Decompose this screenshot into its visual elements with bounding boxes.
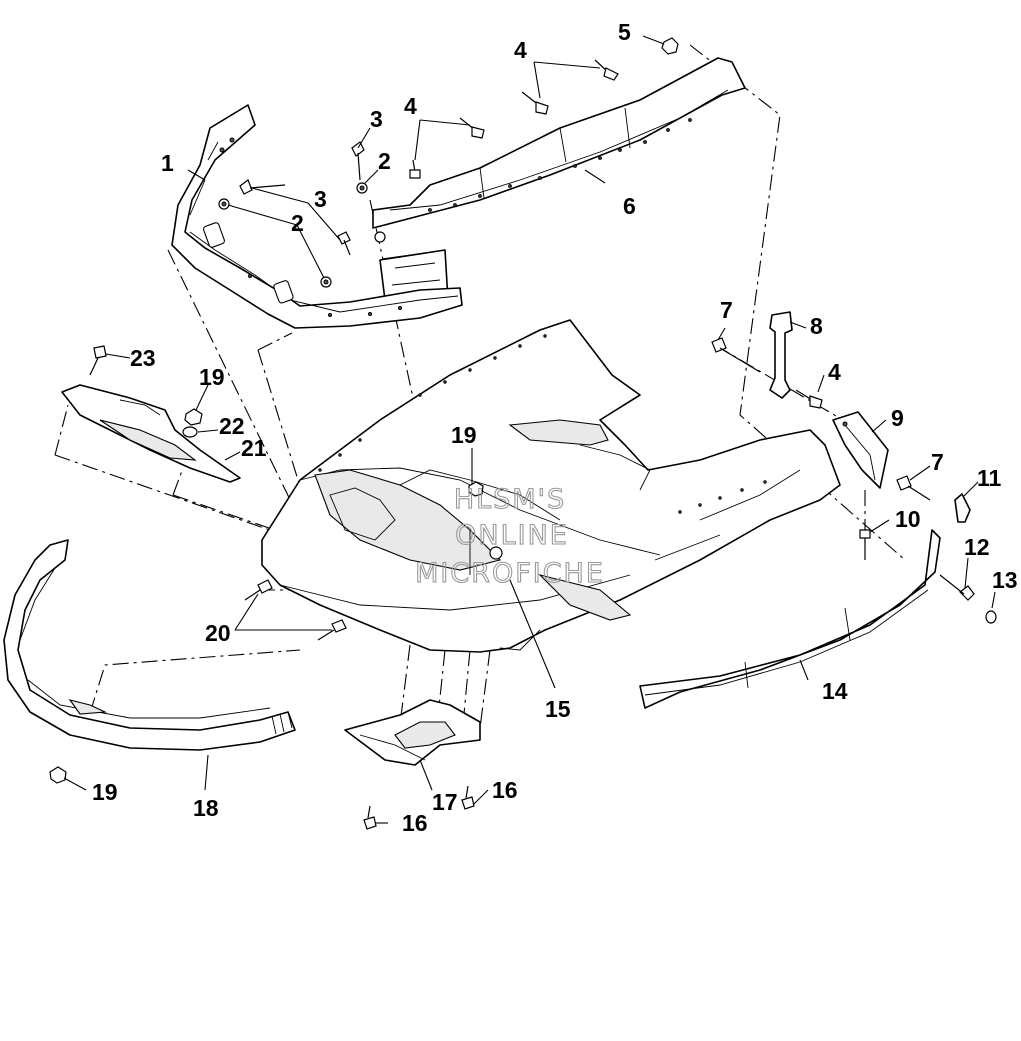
callout-4: 4 <box>514 37 527 63</box>
callout-19: 19 <box>199 364 225 390</box>
callout-13: 13 <box>992 567 1018 593</box>
callout-labels: 1 2 2 3 3 4 4 4 5 6 7 7 8 9 10 11 12 13 … <box>92 19 1018 836</box>
callout-19: 19 <box>451 422 477 448</box>
callout-17: 17 <box>432 789 458 815</box>
callout-3: 3 <box>314 186 327 212</box>
callout-12: 12 <box>964 534 990 560</box>
part-skid-plate <box>344 699 481 766</box>
callout-4: 4 <box>404 93 417 119</box>
callout-7: 7 <box>720 297 733 323</box>
part-right-bracket <box>832 411 889 489</box>
callout-19: 19 <box>92 779 118 805</box>
callout-1: 1 <box>161 150 174 176</box>
callout-7: 7 <box>931 449 944 475</box>
callout-16: 16 <box>402 810 428 836</box>
hardware <box>49 37 997 830</box>
part-strut-link <box>769 311 793 399</box>
callout-5: 5 <box>618 19 631 45</box>
callout-22: 22 <box>219 413 245 439</box>
callout-11: 11 <box>977 465 1002 491</box>
callout-14: 14 <box>822 678 848 704</box>
watermark-line-2: ONLINE <box>455 520 569 551</box>
callout-9: 9 <box>891 405 904 431</box>
part-bumper-beam <box>372 57 746 301</box>
callout-8: 8 <box>810 313 823 339</box>
callout-10: 10 <box>895 506 921 532</box>
callout-3: 3 <box>370 106 383 132</box>
part-left-bracket <box>171 104 463 329</box>
callout-21: 21 <box>241 435 267 461</box>
callout-6: 6 <box>623 193 636 219</box>
callout-23: 23 <box>130 345 156 371</box>
callout-15: 15 <box>545 696 571 722</box>
callout-2: 2 <box>378 148 391 174</box>
part-hood-body <box>261 319 841 653</box>
part-left-deflector <box>61 384 241 483</box>
part-lower-trim <box>3 539 296 751</box>
callout-4: 4 <box>828 359 841 385</box>
callout-18: 18 <box>193 795 219 821</box>
leader-lines <box>63 35 996 824</box>
watermark-line-1: HLSM'S <box>454 484 566 515</box>
callout-2: 2 <box>291 210 304 236</box>
part-clip <box>954 493 971 523</box>
callout-20: 20 <box>205 620 231 646</box>
watermark-line-3: MICROFICHE <box>415 558 605 589</box>
part-right-bumper <box>639 529 941 709</box>
callout-16: 16 <box>492 777 518 803</box>
watermark: HLSM'S ONLINE MICROFICHE <box>415 483 605 589</box>
